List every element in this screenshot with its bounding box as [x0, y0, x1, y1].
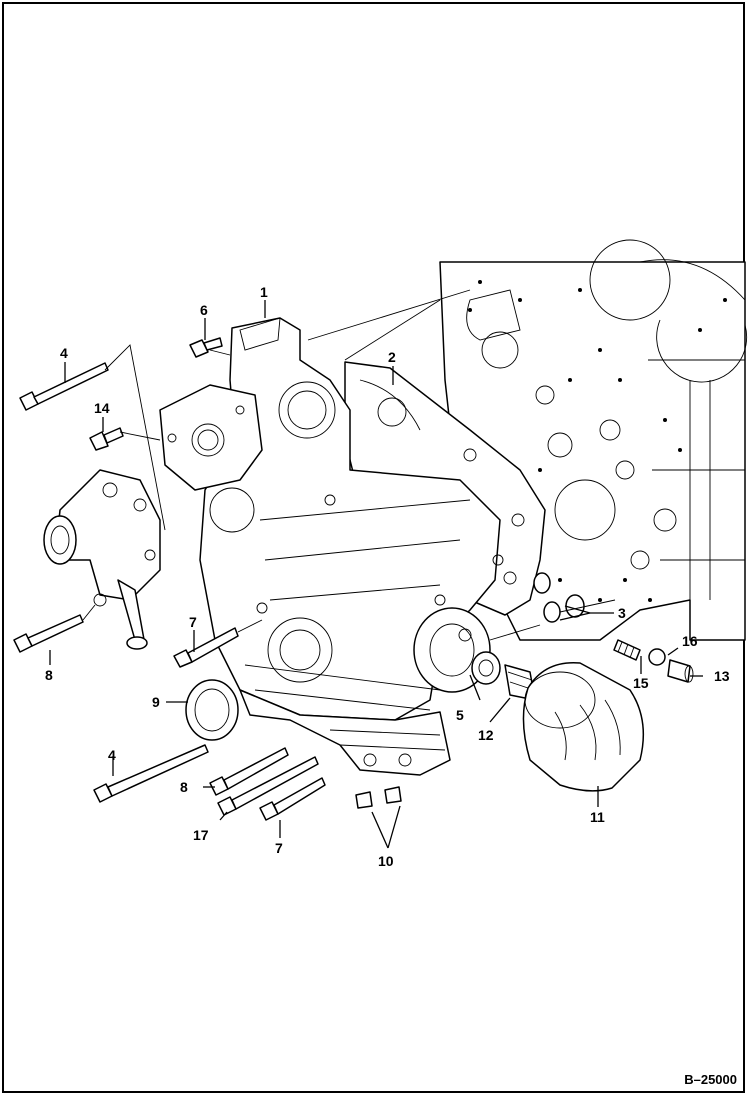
bolt-8-left	[13, 614, 84, 653]
filter-adapter	[471, 651, 536, 701]
bolt-14	[89, 427, 124, 451]
bolt-6	[189, 337, 223, 358]
thermostat-housing	[159, 384, 263, 491]
callout-12: 12	[478, 727, 494, 743]
bolt-7-lower	[259, 777, 326, 821]
leader-lines	[49, 300, 703, 849]
relief-valve-parts	[613, 639, 694, 683]
callout-1: 1	[260, 284, 268, 300]
callout-3: 3	[618, 605, 626, 621]
callout-14: 14	[94, 400, 110, 416]
callout-5: 5	[456, 707, 464, 723]
oil-seal	[185, 679, 239, 741]
callout-11: 11	[590, 809, 605, 825]
gear-case-cover	[199, 317, 504, 721]
callout-4-upper: 4	[60, 345, 68, 361]
callout-7-upper: 7	[189, 614, 197, 630]
lower-cover-section	[239, 689, 451, 776]
callout-17: 17	[193, 827, 209, 843]
bolt-17	[217, 756, 319, 816]
water-pump	[43, 469, 161, 650]
callout-labels: 1 2 3 4 4 5 6 7 7 8 8 9 10 11 12 13 14 1…	[45, 284, 730, 869]
callout-9: 9	[152, 694, 160, 710]
callout-15: 15	[633, 675, 649, 691]
bolt-8-lower	[209, 747, 289, 796]
callout-2: 2	[388, 349, 396, 365]
oil-filter	[522, 661, 645, 792]
bolt-4-lower	[93, 744, 209, 803]
bolt-7-upper	[173, 627, 239, 668]
callout-8-left: 8	[45, 667, 53, 683]
callout-13: 13	[714, 668, 730, 684]
drain-plugs	[355, 786, 402, 809]
bolt-4-upper	[19, 362, 109, 411]
figure-reference-code: B–25000	[684, 1072, 737, 1087]
callout-7-lower: 7	[275, 840, 283, 856]
callout-6: 6	[200, 302, 208, 318]
callout-8-lower: 8	[180, 779, 188, 795]
callout-4-lower: 4	[108, 747, 116, 763]
alignment-lines	[82, 289, 616, 641]
callout-10: 10	[378, 853, 394, 869]
callout-16: 16	[682, 633, 698, 649]
